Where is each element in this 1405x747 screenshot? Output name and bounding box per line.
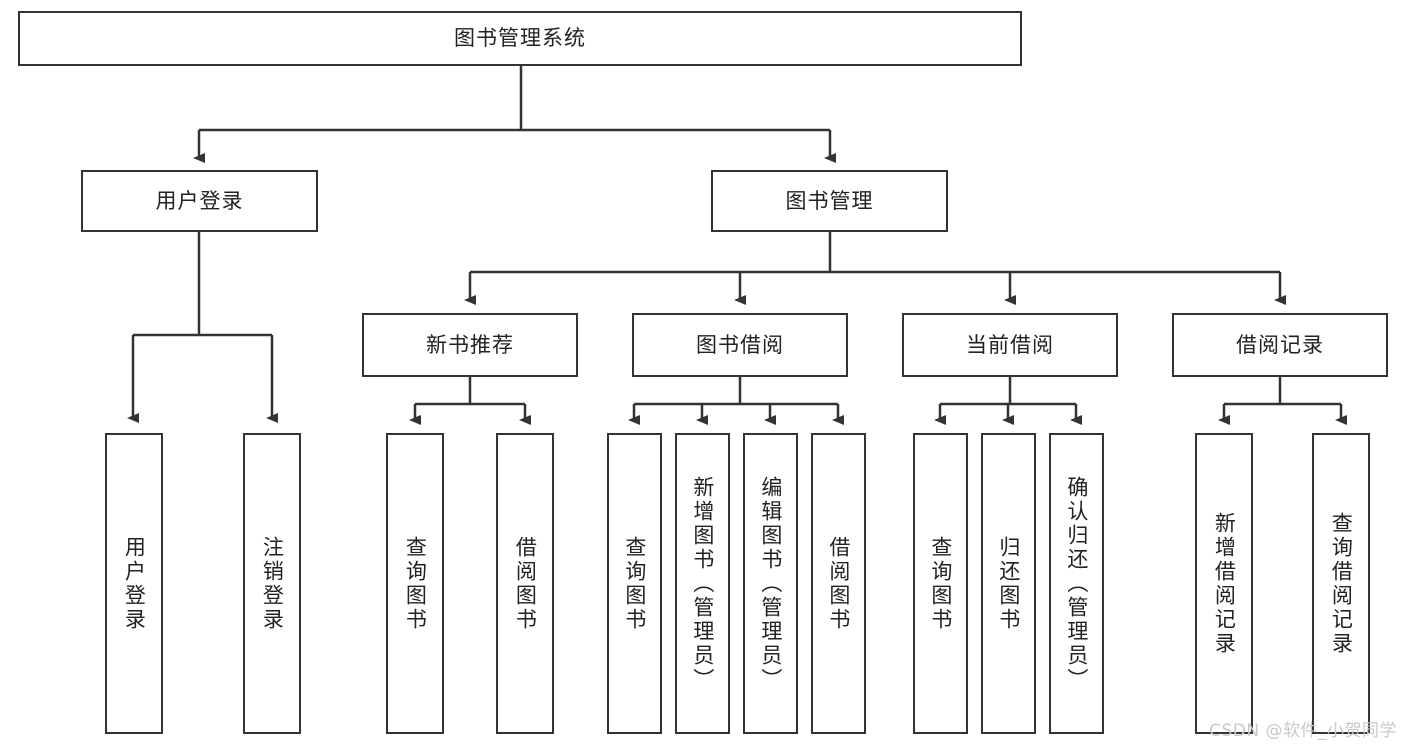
node-book-borrow[interactable]: 图书借阅 <box>632 313 848 377</box>
leaf-current-borrow-return-book[interactable]: 归还图书 <box>981 433 1036 734</box>
csdn-watermark: CSDN @软件_小贺同学 <box>1209 721 1397 741</box>
node-label: 查询图书 <box>622 535 647 632</box>
node-label: 用户登录 <box>122 535 147 632</box>
node-label: 新增借阅记录 <box>1212 511 1237 656</box>
leaf-current-borrow-search-book[interactable]: 查询图书 <box>913 433 968 734</box>
leaf-user-login-login[interactable]: 用户登录 <box>105 433 163 734</box>
node-book-management[interactable]: 图书管理 <box>711 170 948 232</box>
leaf-new-book-search-book[interactable]: 查询图书 <box>386 433 444 734</box>
node-label: 借阅图书 <box>826 535 851 632</box>
node-label: 图书管理系统 <box>454 26 586 51</box>
leaf-new-book-borrow-book[interactable]: 借阅图书 <box>496 433 554 734</box>
leaf-user-login-logout[interactable]: 注销登录 <box>243 433 301 734</box>
node-label: 图书管理 <box>785 188 874 213</box>
node-new-book-recommend[interactable]: 新书推荐 <box>362 313 578 377</box>
leaf-book-borrow-edit-book-admin[interactable]: 编辑图书（管理员） <box>743 433 798 734</box>
node-label: 当前借阅 <box>966 332 1054 357</box>
node-label: 借阅图书 <box>513 535 538 632</box>
leaf-borrow-record-add-record[interactable]: 新增借阅记录 <box>1195 433 1253 734</box>
node-root-library-system[interactable]: 图书管理系统 <box>18 11 1022 66</box>
node-label: 新书推荐 <box>426 332 514 357</box>
node-user-login[interactable]: 用户登录 <box>81 170 318 232</box>
node-label: 归还图书 <box>996 535 1021 632</box>
node-current-borrow[interactable]: 当前借阅 <box>902 313 1118 377</box>
node-label: 借阅记录 <box>1236 332 1324 357</box>
node-label: 注销登录 <box>260 535 285 632</box>
leaf-current-borrow-confirm-return-admin[interactable]: 确认归还（管理员） <box>1049 433 1104 734</box>
node-label: 查询图书 <box>403 535 428 632</box>
node-label: 编辑图书（管理员） <box>758 475 783 692</box>
node-label: 用户登录 <box>155 188 244 213</box>
node-label: 图书借阅 <box>696 332 784 357</box>
node-label: 新增图书（管理员） <box>690 475 715 692</box>
node-label: 查询图书 <box>928 535 953 632</box>
leaf-borrow-record-search-record[interactable]: 查询借阅记录 <box>1312 433 1370 734</box>
node-label: 查询借阅记录 <box>1329 511 1354 656</box>
node-borrow-record[interactable]: 借阅记录 <box>1172 313 1388 377</box>
leaf-book-borrow-add-book-admin[interactable]: 新增图书（管理员） <box>675 433 730 734</box>
leaf-book-borrow-search-book[interactable]: 查询图书 <box>607 433 662 734</box>
leaf-book-borrow-borrow-book[interactable]: 借阅图书 <box>811 433 866 734</box>
node-label: 确认归还（管理员） <box>1064 475 1089 692</box>
